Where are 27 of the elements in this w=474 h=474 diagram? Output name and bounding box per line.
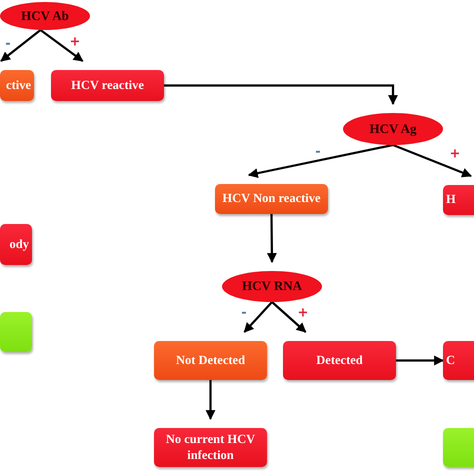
- arrow: [266, 214, 277, 263]
- arrow: [396, 356, 444, 366]
- outcome-box: [0, 312, 32, 352]
- result-box: ctive: [0, 70, 34, 101]
- edge-label: +: [296, 306, 310, 320]
- arrow: [392, 144, 472, 178]
- test-ellipse: HCV Ag: [343, 113, 443, 145]
- result-box: H: [443, 185, 474, 215]
- result-box: ody: [0, 224, 32, 265]
- result-box: Detected: [283, 341, 396, 380]
- arrow: [244, 301, 273, 333]
- edge-label: +: [68, 36, 82, 48]
- test-ellipse: HCV RNA: [222, 271, 322, 302]
- result-box: Not Detected: [154, 341, 267, 380]
- outcome-box: [443, 428, 474, 467]
- arrow: [40, 29, 84, 62]
- arrow: [164, 84, 398, 105]
- arrow: [271, 301, 306, 333]
- result-box: HCV Non reactive: [215, 184, 328, 214]
- result-box: HCV reactive: [51, 70, 164, 101]
- result-box: C: [443, 341, 474, 380]
- edge-label: +: [448, 148, 462, 160]
- test-ellipse: HCV Ab: [0, 2, 90, 30]
- arrow: [248, 144, 394, 178]
- arrow: [0, 29, 42, 62]
- arrow: [206, 380, 216, 420]
- result-box: No current HCV infection: [154, 428, 267, 467]
